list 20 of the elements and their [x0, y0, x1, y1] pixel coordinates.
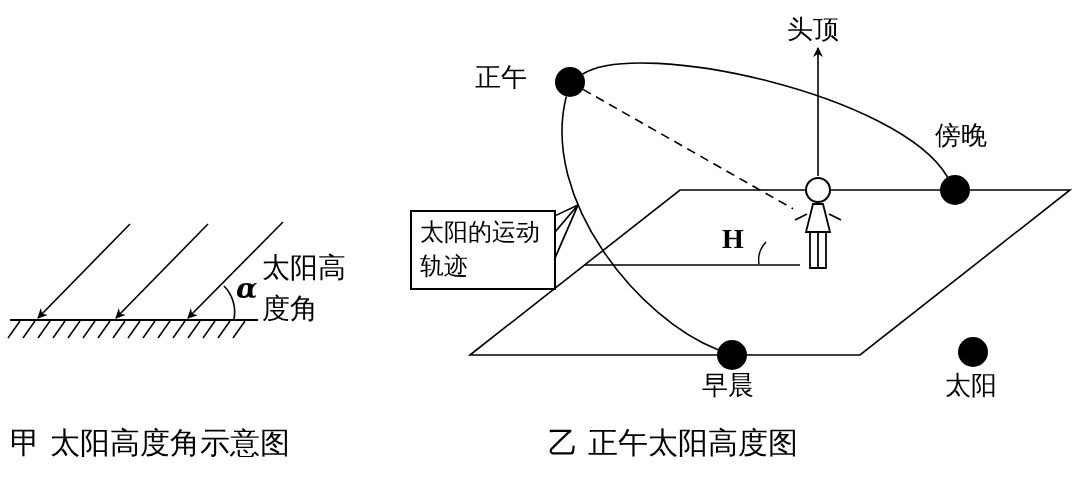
sun-ray-line — [582, 88, 794, 210]
sun-dot — [940, 175, 970, 205]
zenith-label: 头顶 — [787, 14, 849, 48]
angle-symbol: H — [722, 222, 744, 256]
figure-caption: 甲 太阳高度角示意图 — [10, 425, 290, 461]
sun-dot — [958, 337, 988, 367]
person-figure — [793, 176, 843, 270]
arrow — [813, 47, 823, 177]
sun-dot — [555, 67, 585, 97]
sun-label: 傍晚 — [935, 120, 987, 152]
sun-label: 太阳 — [945, 370, 997, 402]
angle-name: 太阳高度角 — [262, 250, 347, 327]
sun-label: 早晨 — [702, 370, 754, 402]
leader-line — [555, 204, 579, 217]
orbit-curve — [561, 95, 719, 351]
sun-label: 正午 — [475, 62, 527, 94]
sun-dot — [717, 340, 747, 370]
angle-symbol: α — [236, 272, 258, 306]
figure-caption: 乙 正午太阳高度图 — [548, 425, 798, 461]
orbit-curve — [581, 62, 949, 178]
